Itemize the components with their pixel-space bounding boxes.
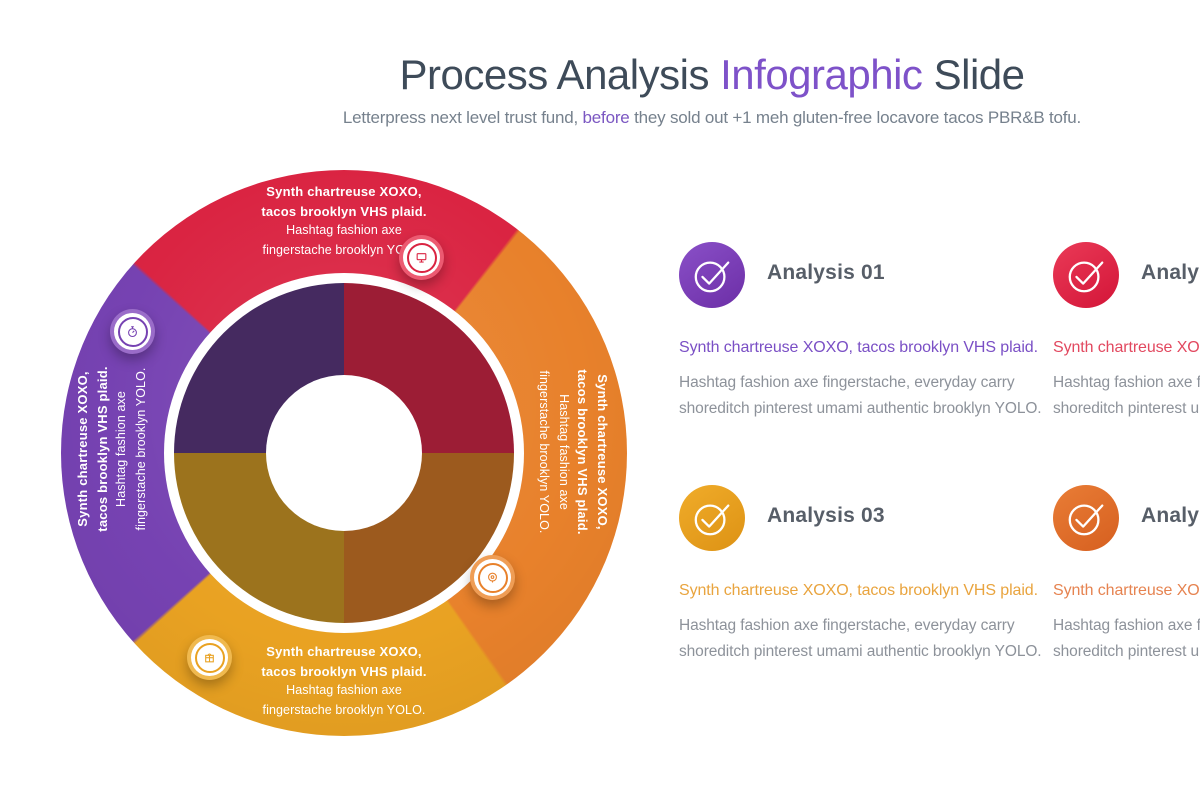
badge-bottom-segment bbox=[187, 635, 232, 680]
segment-line: Hashtag fashion axe bbox=[286, 683, 402, 697]
segment-text-left: Synth chartreuse XOXO, tacos brooklyn VH… bbox=[73, 339, 151, 559]
item-subtitle: Synth chartreuse XOXO, tacos brooklyn VH… bbox=[679, 582, 1038, 599]
badge-white-ring bbox=[191, 639, 228, 676]
segment-line: fingerstache brooklyn YOLO. bbox=[133, 367, 148, 531]
segment-text-bottom: Synth chartreuse XOXO, tacos brooklyn VH… bbox=[214, 642, 474, 720]
segment-line: fingerstache brooklyn YOLO. bbox=[262, 242, 426, 257]
segment-line: Synth chartreuse XOXO, bbox=[75, 371, 90, 527]
check-circle-icon bbox=[1053, 242, 1119, 308]
segment-line: tacos brooklyn VHS plaid. bbox=[261, 663, 427, 679]
segment-line: tacos brooklyn VHS plaid. bbox=[261, 203, 427, 219]
package-icon bbox=[205, 653, 214, 663]
presentation-icon bbox=[416, 253, 427, 263]
segment-line: Hashtag fashion axe bbox=[114, 391, 128, 507]
item-subtitle: Synth chartreuse XOXO, tacos brooklyn VH… bbox=[1053, 339, 1200, 356]
badge-white-ring bbox=[474, 559, 511, 596]
analysis-item-02: Analysis 02 Synth chartreuse XOXO, tacos… bbox=[1053, 240, 1200, 450]
item-body-line: Hashtag fashion axe fingerstache, everyd… bbox=[1053, 617, 1200, 634]
page-title: Process Analysis Infographic Slide bbox=[0, 50, 1200, 100]
item-body-line: shoreditch pinterest umami authentic bro… bbox=[679, 643, 1042, 660]
slide-header: Process Analysis Infographic Slide Lette… bbox=[0, 50, 1200, 128]
badge-right-segment bbox=[470, 555, 515, 600]
segment-text-top: Synth chartreuse XOXO, tacos brooklyn VH… bbox=[214, 182, 474, 260]
segment-line: fingerstache brooklyn YOLO. bbox=[262, 702, 426, 717]
item-body-line: Hashtag fashion axe fingerstache, everyd… bbox=[679, 617, 1015, 634]
item-title: Analysis 03 bbox=[767, 504, 885, 527]
analysis-item-03: Analysis 03 Synth chartreuse XOXO, tacos… bbox=[679, 483, 1049, 693]
segment-line: Synth chartreuse XOXO, bbox=[266, 644, 422, 659]
badge-inner-ring bbox=[117, 316, 148, 347]
badge-left-segment bbox=[110, 309, 155, 354]
segment-line: fingerstache brooklyn YOLO. bbox=[537, 370, 552, 534]
item-body-line: shoreditch pinterest umami authentic bro… bbox=[679, 400, 1042, 417]
item-body-line: Hashtag fashion axe fingerstache, everyd… bbox=[1053, 374, 1200, 391]
badge-inner-ring bbox=[406, 242, 437, 273]
segment-line: tacos brooklyn VHS plaid. bbox=[575, 369, 591, 535]
process-wheel: Synth chartreuse XOXO, tacos brooklyn VH… bbox=[61, 170, 627, 736]
subtitle-part1: Letterpress next level trust fund, bbox=[342, 108, 583, 128]
item-body-line: Hashtag fashion axe fingerstache, everyd… bbox=[679, 374, 1015, 391]
title-part1: Process Analysis bbox=[399, 51, 721, 98]
title-accent: Infographic bbox=[720, 51, 923, 98]
wheel-center-hole bbox=[266, 375, 422, 531]
segment-line: Hashtag fashion axe bbox=[557, 394, 571, 510]
badge-top-segment bbox=[399, 235, 444, 280]
idea-head-icon bbox=[488, 572, 497, 583]
analysis-item-01: Analysis 01 Synth chartreuse XOXO, tacos… bbox=[679, 240, 1049, 450]
item-title: Analysis 04 bbox=[1141, 504, 1200, 527]
title-part2: Slide bbox=[922, 51, 1025, 98]
segment-line: Synth chartreuse XOXO, bbox=[595, 374, 610, 530]
check-circle-icon bbox=[1053, 485, 1119, 551]
item-body-line: shoreditch pinterest umami authentic bro… bbox=[1053, 400, 1200, 417]
badge-inner-ring bbox=[477, 562, 508, 593]
check-circle-icon bbox=[679, 242, 745, 308]
item-body-line: shoreditch pinterest umami authentic bro… bbox=[1053, 643, 1200, 660]
page-subtitle: Letterpress next level trust fund, befor… bbox=[0, 108, 1200, 128]
item-subtitle: Synth chartreuse XOXO, tacos brooklyn VH… bbox=[1053, 582, 1200, 599]
segment-line: tacos brooklyn VHS plaid. bbox=[94, 366, 110, 532]
badge-white-ring bbox=[114, 313, 151, 350]
analysis-item-04: Analysis 04 Synth chartreuse XOXO, tacos… bbox=[1053, 483, 1200, 693]
segment-line: Hashtag fashion axe bbox=[286, 223, 402, 237]
subtitle-accent: before bbox=[582, 108, 630, 128]
badge-inner-ring bbox=[194, 642, 225, 673]
badge-white-ring bbox=[403, 239, 440, 276]
item-title: Analysis 02 bbox=[1141, 261, 1200, 284]
subtitle-part2: they sold out +1 meh gluten-free locavor… bbox=[629, 108, 1082, 128]
check-circle-icon bbox=[679, 485, 745, 551]
item-title: Analysis 01 bbox=[767, 261, 885, 284]
item-subtitle: Synth chartreuse XOXO, tacos brooklyn VH… bbox=[679, 339, 1038, 356]
segment-text-right: Synth chartreuse XOXO, tacos brooklyn VH… bbox=[534, 342, 612, 562]
segment-line: Synth chartreuse XOXO, bbox=[266, 184, 422, 199]
stopwatch-icon bbox=[128, 326, 137, 338]
